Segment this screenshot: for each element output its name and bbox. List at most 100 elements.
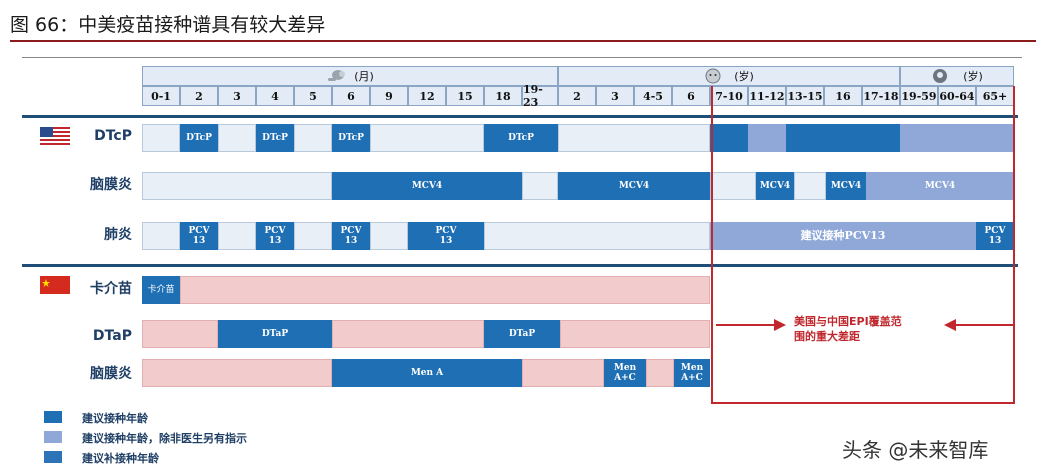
header-group-child-years: (岁) [558,66,900,86]
legend-label: 建议接种年龄 [82,412,148,425]
bar-dtcp: DTcP [180,124,218,152]
header-group-child-label: (岁) [734,70,754,83]
bar-pink [646,359,674,387]
row-label-cn-dtap: DTaP [92,328,132,344]
age-cell: 65+ [976,86,1014,106]
row-label-cn-mening: 脑膜炎 [90,366,132,382]
age-cell: 0-1 [142,86,180,106]
age-cell: 3 [218,86,256,106]
gap-box-left [711,86,713,404]
legend-label: 建议接种年龄，除非医生另有指示 [82,432,247,445]
age-cell: 5 [294,86,332,106]
row-label-cn-bcg: 卡介苗 [90,281,132,297]
bar-dtcp-recommended [786,124,900,152]
child-icon [704,68,722,84]
bar-empty [370,222,408,250]
header-group-months-label: (月) [354,70,374,83]
bar-dtcp: DTcP [256,124,294,152]
age-cell: 17-18 [862,86,900,106]
china-flag-icon [40,276,70,298]
legend-swatch-catchup [44,451,62,463]
bar-pcv13-recommended: 建议接种PCV13 [710,222,976,250]
bar-empty [142,124,180,152]
age-cell: 3 [596,86,634,106]
age-cell: 12 [408,86,446,106]
gap-box-bottom [711,402,1015,404]
bar-pink [560,320,710,348]
bar-dtcp: DTcP [484,124,558,152]
bar-dtcp: DTcP [332,124,370,152]
gap-annotation-line2: 围的重大差距 [794,330,860,343]
arrow-left-icon [716,317,786,336]
bar-mcv4: MCV4 [756,172,794,200]
top-rule [22,57,1022,58]
bar-empty [218,222,256,250]
age-cell: 11-12 [748,86,786,106]
gap-box-right [1013,86,1015,404]
gap-annotation: 美国与中国EPI覆盖范 围的重大差距 [794,314,902,344]
bar-mcv4: MCV4 [826,172,866,200]
row-label-us-mening: 脑膜炎 [90,177,132,193]
age-cell: 19-59 [900,86,938,106]
bar-empty [710,172,756,200]
section-divider-cn [22,264,1018,267]
age-cell: 19-23 [522,83,558,109]
bar-men-a: Men A [332,359,522,387]
bar-empty [522,172,558,200]
age-cell: 2 [180,86,218,106]
us-flag-icon [40,127,70,149]
section-divider-us [22,115,1018,118]
bar-pink [332,320,484,348]
age-cell: 4 [256,86,294,106]
bar-empty [294,222,332,250]
bar-dtcp-conditional [748,124,786,152]
bar-empty [370,124,484,152]
legend-swatch-conditional [44,431,62,443]
figure-title: 图 66：中美疫苗接种谱具有较大差异 [10,14,326,36]
baby-icon [326,69,346,83]
header-group-adult-years: (岁) [900,66,1014,86]
bar-dtap: DTaP [484,320,560,348]
bar-mcv4: MCV4 [332,172,522,200]
bar-dtcp-catchup [710,124,748,152]
bar-empty [484,222,710,250]
header-group-adult-label: (岁) [963,70,983,83]
legend-label: 建议补接种年龄 [82,452,159,465]
watermark: 头条 @未来智库 [842,438,989,462]
bar-pink [142,359,332,387]
age-cell: 6 [672,86,710,106]
adult-icon [931,68,949,84]
bar-mcv4: MCV4 [558,172,710,200]
bar-empty [142,222,180,250]
title-underline [10,40,1036,42]
age-cell: 6 [332,86,370,106]
age-cell: 18 [484,86,522,106]
age-cell: 16 [824,86,862,106]
bar-empty [142,172,332,200]
bar-pink [142,320,218,348]
bar-pink [522,359,604,387]
bar-bcg: 卡介苗 [142,276,180,304]
bar-empty [794,172,826,200]
row-label-us-pneu: 肺炎 [104,227,132,243]
bar-dtcp-adult [900,124,1014,152]
gap-annotation-line1: 美国与中国EPI覆盖范 [794,315,902,328]
row-label-us-dtcp: DTcP [94,128,132,144]
bar-empty [294,124,332,152]
bar-dtap: DTaP [218,320,332,348]
age-cell: 13-15 [786,86,824,106]
arrow-right-icon [944,317,1014,336]
age-cell: 60-64 [938,86,976,106]
